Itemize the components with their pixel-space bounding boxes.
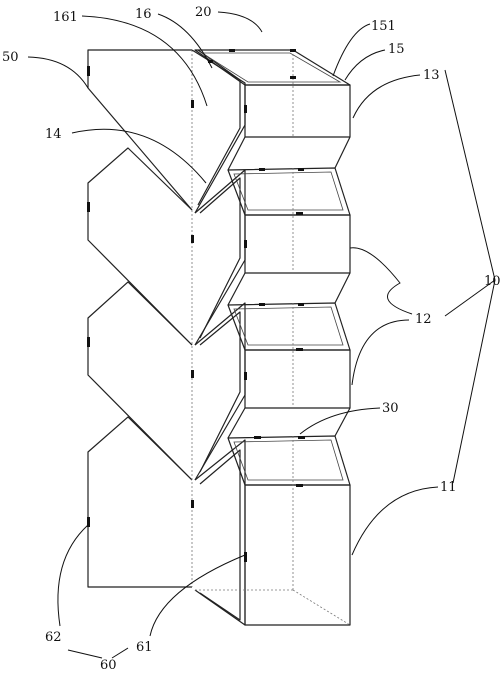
leader-lines <box>27 11 496 659</box>
label-61: 61 <box>136 640 153 655</box>
label-14: 14 <box>45 127 62 142</box>
reference-labels: 50 161 16 20 151 15 13 14 10 12 30 11 62… <box>2 5 501 673</box>
label-13: 13 <box>423 68 440 83</box>
left-panel-50 <box>87 49 193 588</box>
label-62: 62 <box>45 630 62 645</box>
label-60: 60 <box>100 658 117 673</box>
label-10: 10 <box>484 274 501 289</box>
label-50: 50 <box>2 50 19 65</box>
label-12: 12 <box>415 312 432 327</box>
label-151: 151 <box>371 19 396 34</box>
label-161: 161 <box>53 10 78 25</box>
label-30: 30 <box>382 401 399 416</box>
label-16: 16 <box>135 7 152 22</box>
label-15: 15 <box>388 42 405 57</box>
right-boxes <box>194 49 351 626</box>
label-11: 11 <box>440 480 457 495</box>
hinges <box>87 49 305 562</box>
label-20: 20 <box>195 5 212 20</box>
middle-panels <box>191 49 246 626</box>
